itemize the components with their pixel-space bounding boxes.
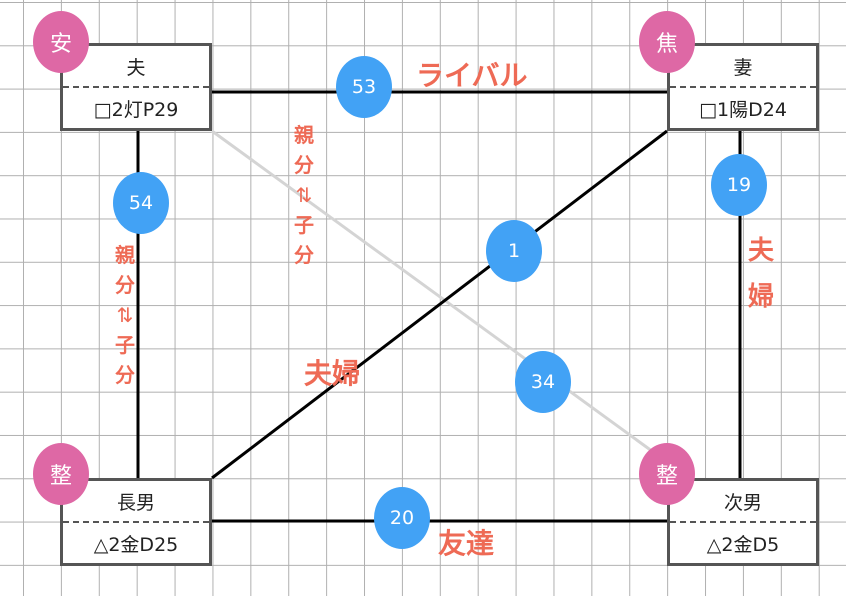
score-eldest-second: 20 [374,487,430,549]
label-char: 夫 [747,236,774,266]
label-char: 親 [115,243,135,267]
label-char: 分 [294,153,314,177]
label-char: 子 [115,333,135,357]
node-role: 妻 [670,46,816,88]
score-wife-second: 19 [711,154,767,216]
node-code: △2金D5 [706,534,780,556]
label-char: 分 [115,363,135,387]
node-code: □2灯P29 [93,99,179,121]
edge-wife-eldest-son [211,129,668,480]
label-boss-subordinate-diagonal: 親 分 ⇅ 子 分 [292,120,316,270]
label-married-vertical: 夫 婦 [746,228,776,320]
score-husband-second: 34 [515,351,571,413]
node-role: 次男 [670,481,816,523]
score-wife-eldest: 1 [486,220,542,282]
label-char: 親 [294,123,314,147]
node-role: 長男 [63,481,209,523]
label-boss-subordinate-left: 親 分 ⇅ 子 分 [113,240,137,390]
node-role: 夫 [63,46,209,88]
tag-badge-wife: 焦 [639,11,695,73]
node-eldest-son[interactable]: 長男 △2金D25 [60,478,212,566]
swap-arrows-icon: ⇅ [295,183,313,207]
node-code: △2金D25 [93,534,179,556]
label-char: 子 [294,213,314,237]
node-second-son[interactable]: 次男 △2金D5 [667,478,819,566]
tag-badge-husband: 安 [33,11,89,73]
label-rival: ライバル [416,59,528,92]
node-wife[interactable]: 妻 □1陽D24 [667,43,819,131]
tag-badge-eldest-son: 整 [33,443,89,505]
label-char: 分 [115,273,135,297]
score-husband-wife: 53 [336,56,392,118]
label-char: 分 [294,243,314,267]
tag-badge-second-son: 整 [639,443,695,505]
node-code: □1陽D24 [699,99,787,121]
label-married: 夫婦 [304,357,361,390]
score-husband-eldest: 54 [113,172,169,234]
label-friends: 友達 [438,527,495,560]
node-husband[interactable]: 夫 □2灯P29 [60,43,212,131]
label-char: 婦 [747,282,774,312]
edge-husband-second-son [211,129,668,464]
swap-arrows-icon: ⇅ [116,303,134,327]
